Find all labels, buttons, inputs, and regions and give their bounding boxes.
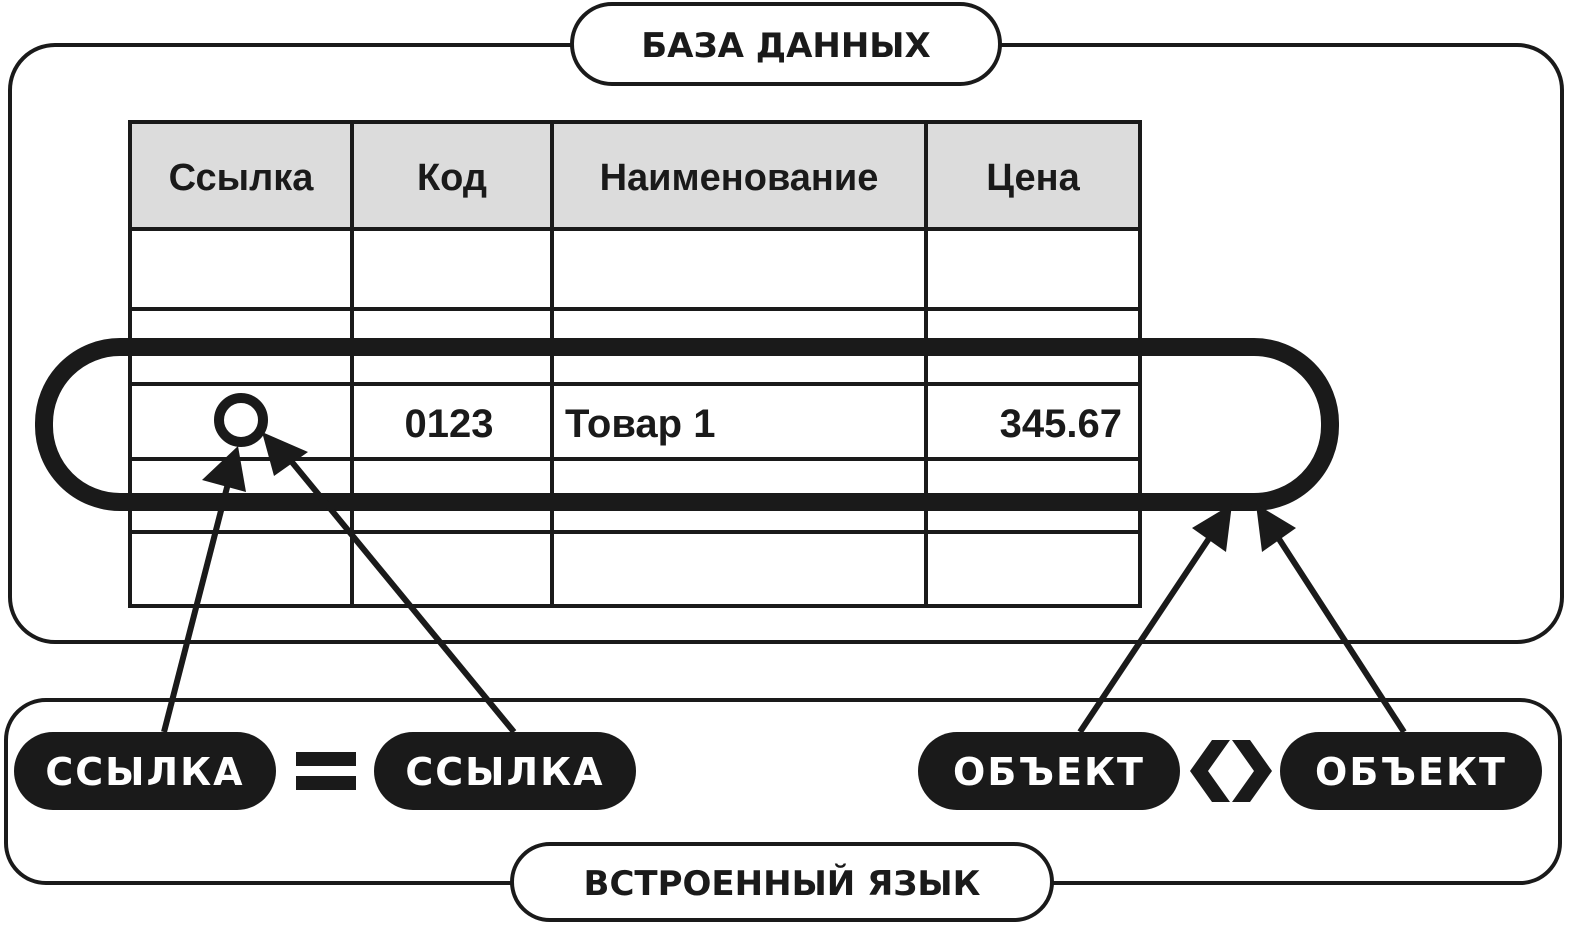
column-header-name: Наименование (600, 157, 879, 199)
arrowhead-reference-left (202, 446, 246, 492)
arrow-object-left (1077, 520, 1223, 734)
reference-pill-right (374, 732, 636, 810)
column-header-code: Код (417, 157, 487, 199)
column-header-reference: Ссылка (169, 157, 315, 199)
object-pill-right-text: ОБЪЕКТ (1315, 750, 1507, 794)
cell-price: 345.67 (1000, 402, 1122, 446)
not-equal-greater-than-icon (1232, 740, 1272, 802)
data-table: Ссылка Код Наименование Цена 0123 Товар … (128, 120, 1142, 608)
arrowhead-object-left (1192, 504, 1232, 552)
reference-pill-left (14, 732, 276, 810)
equals-bar-top (296, 752, 356, 766)
language-title-pill (510, 842, 1054, 922)
column-header-price: Цена (986, 157, 1080, 199)
object-pill-left-text: ОБЪЕКТ (953, 750, 1145, 794)
reference-circle-icon (214, 393, 268, 447)
arrow-reference-right (279, 448, 517, 734)
arrowheads (202, 432, 1296, 552)
object-pill-right (1280, 732, 1542, 810)
equals-bar-bottom (296, 776, 356, 790)
arrow-reference-left (161, 467, 235, 733)
cell-name: Товар 1 (565, 402, 715, 446)
reference-pill-right-text: ССЫЛКА (405, 750, 604, 794)
reference-equality-expression: ССЫЛКА = ССЫЛКА (14, 732, 636, 810)
object-pill-left (918, 732, 1180, 810)
database-title: БАЗА ДАННЫХ (570, 2, 1002, 86)
language-title-text: ВСТРОЕННЫЙ ЯЗЫК (584, 863, 981, 904)
arrows (161, 448, 1407, 734)
database-title-pill (570, 2, 1002, 86)
reference-pill-left-text: ССЫЛКА (45, 750, 244, 794)
object-inequality-expression: ОБЪЕКТ <> ОБЪЕКТ (918, 732, 1542, 810)
object-highlight-ring (35, 338, 1339, 511)
not-equal-less-than-icon (1190, 740, 1230, 802)
arrow-object-right (1265, 520, 1407, 734)
arrowhead-reference-right (262, 432, 308, 476)
table-header-background (130, 122, 1140, 229)
database-title-text: БАЗА ДАННЫХ (641, 26, 930, 66)
language-title: ВСТРОЕННЫЙ ЯЗЫК (510, 842, 1054, 922)
table-outline (128, 120, 1142, 608)
arrowhead-object-right (1256, 504, 1296, 552)
cell-code: 0123 (405, 402, 494, 446)
